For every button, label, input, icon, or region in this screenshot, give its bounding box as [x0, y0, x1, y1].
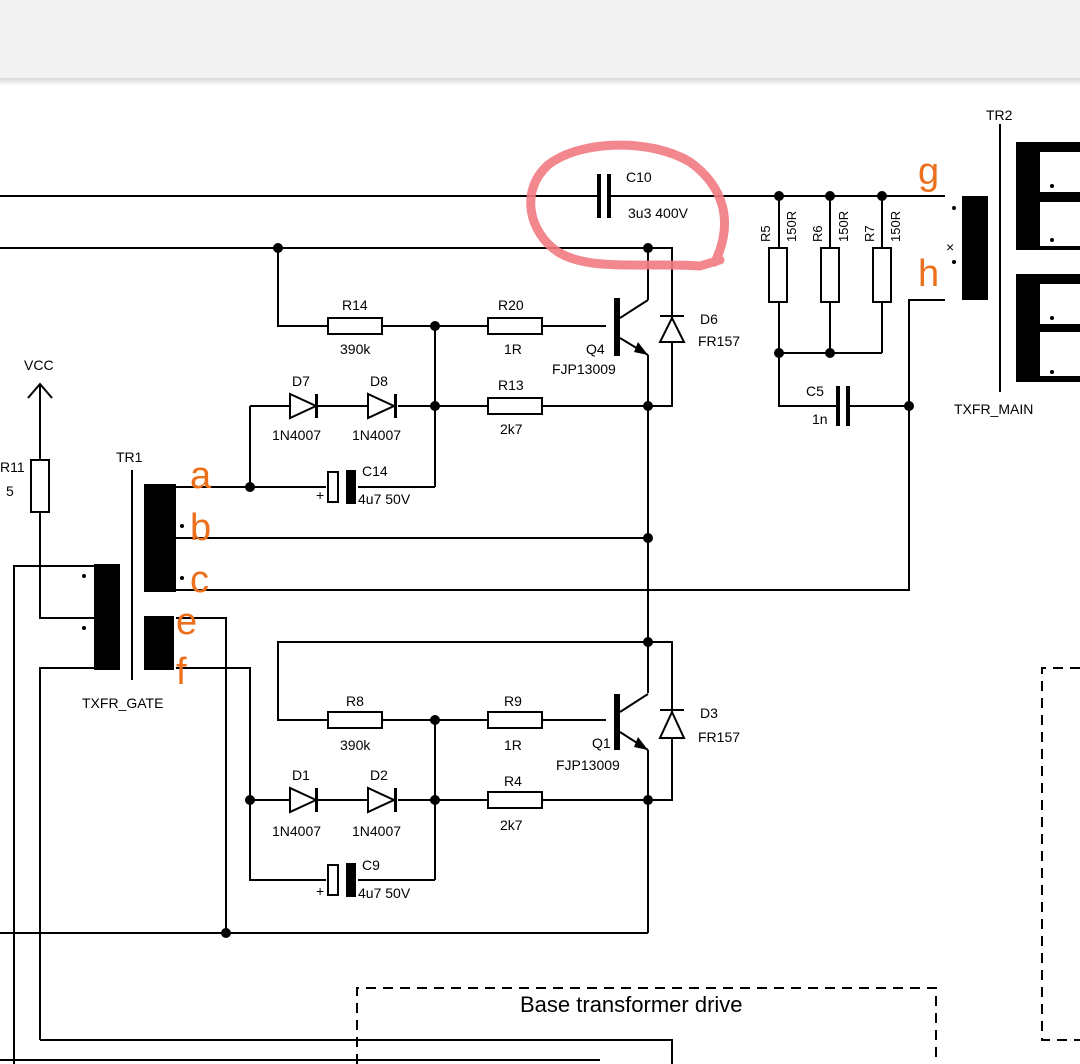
tr2-name: TXFR_MAIN — [954, 401, 1033, 417]
r20-value: 1R — [504, 341, 522, 357]
q4-ref: Q4 — [586, 341, 605, 357]
c5-ref: C5 — [806, 383, 824, 399]
r9-value: 1R — [504, 737, 522, 753]
transformer-tr2: × TR2 TXFR_MAIN — [946, 107, 1080, 417]
r8-value: 390k — [340, 737, 371, 753]
resistor-r8: R8 390k — [327, 693, 383, 753]
base-drive-block: Base transformer drive — [356, 987, 937, 1064]
r14-value: 390k — [340, 341, 371, 357]
d6-ref: D6 — [700, 311, 718, 327]
d1-value: 1N4007 — [272, 823, 321, 839]
block-label: Base transformer drive — [520, 992, 743, 1017]
c5-value: 1n — [812, 411, 828, 427]
letter-f: f — [176, 651, 187, 693]
capacitor-c5: C5 1n — [806, 383, 850, 427]
r7-ref: R7 — [862, 225, 877, 242]
resistor-r6: R6 150R — [810, 211, 851, 303]
resistor-r5: R5 150R — [758, 211, 799, 303]
annotation-circle — [526, 140, 730, 271]
junction-dots — [221, 191, 914, 938]
diode-d7: D7 1N4007 — [272, 373, 321, 443]
tr2-ref: TR2 — [986, 107, 1013, 123]
resistor-r4: R4 2k7 — [487, 773, 543, 833]
r4-ref: R4 — [504, 773, 522, 789]
resistor-r7: R7 150R — [862, 211, 903, 303]
d3-value: FR157 — [698, 729, 740, 745]
r11-ref: R11 — [0, 459, 25, 475]
r9-ref: R9 — [504, 693, 522, 709]
d2-value: 1N4007 — [352, 823, 401, 839]
d6-value: FR157 — [698, 333, 740, 349]
resistor-r13: R13 2k7 — [487, 377, 543, 437]
q1-ref: Q1 — [592, 735, 611, 751]
c9-value: 4u7 50V — [358, 885, 411, 901]
r13-value: 2k7 — [500, 421, 523, 437]
d1-ref: D1 — [292, 767, 310, 783]
r6-ref: R6 — [810, 225, 825, 242]
svg-text:+: + — [316, 883, 324, 899]
c14-ref: C14 — [362, 463, 388, 479]
d8-ref: D8 — [370, 373, 388, 389]
letter-c: c — [190, 559, 209, 601]
c10-ref: C10 — [626, 169, 652, 185]
svg-text:×: × — [946, 239, 954, 255]
letter-b: b — [190, 507, 211, 549]
right-dashed-block — [1041, 667, 1080, 1041]
vcc-label: VCC — [24, 357, 54, 373]
wires — [0, 195, 945, 1064]
capacitor-c9: + C9 4u7 50V — [316, 857, 411, 901]
tr1-ref: TR1 — [116, 449, 143, 465]
q4-value: FJP13009 — [552, 361, 616, 377]
r13-ref: R13 — [498, 377, 524, 393]
letter-g: g — [918, 151, 939, 193]
d8-value: 1N4007 — [352, 427, 401, 443]
r5-value: 150R — [784, 211, 799, 242]
r14-ref: R14 — [342, 297, 368, 313]
r8-ref: R8 — [346, 693, 364, 709]
transformer-tr1: TR1 TXFR_GATE — [82, 449, 184, 711]
vcc-supply: VCC — [24, 357, 54, 400]
diode-d3: D3 FR157 — [658, 680, 740, 745]
q1-value: FJP13009 — [556, 757, 620, 773]
top-bar-shadow — [0, 78, 1080, 86]
letter-e: e — [176, 601, 197, 643]
diode-d2: D2 1N4007 — [352, 767, 401, 839]
diode-d1: D1 1N4007 — [272, 767, 321, 839]
transistor-q4: Q4 FJP13009 — [552, 298, 649, 377]
c9-ref: C9 — [362, 857, 380, 873]
r7-value: 150R — [888, 211, 903, 242]
annotation-letters: a b c e f g h — [176, 151, 939, 693]
letter-h: h — [918, 253, 939, 295]
r20-ref: R20 — [498, 297, 524, 313]
resistor-r20: R20 1R — [487, 297, 543, 357]
svg-text:+: + — [316, 487, 324, 503]
resistor-r11: R11 5 — [0, 459, 50, 513]
r5-ref: R5 — [758, 225, 773, 242]
d7-ref: D7 — [292, 373, 310, 389]
diode-d8: D8 1N4007 — [352, 373, 401, 443]
diode-d6: D6 FR157 — [658, 284, 740, 349]
d2-ref: D2 — [370, 767, 388, 783]
transistor-q1: Q1 FJP13009 — [556, 693, 649, 773]
r6-value: 150R — [836, 211, 851, 242]
r4-value: 2k7 — [500, 817, 523, 833]
d3-ref: D3 — [700, 705, 718, 721]
tr1-name: TXFR_GATE — [82, 695, 163, 711]
d7-value: 1N4007 — [272, 427, 321, 443]
c14-value: 4u7 50V — [358, 491, 411, 507]
capacitor-c10: C10 3u3 400V — [597, 169, 689, 221]
capacitor-c14: + C14 4u7 50V — [316, 463, 411, 507]
resistor-r14: R14 390k — [327, 297, 383, 357]
resistor-r9: R9 1R — [487, 693, 543, 753]
letter-a: a — [190, 455, 212, 497]
browser-top-bar — [0, 0, 1080, 78]
r11-value: 5 — [6, 483, 14, 499]
c10-value: 3u3 400V — [628, 205, 689, 221]
